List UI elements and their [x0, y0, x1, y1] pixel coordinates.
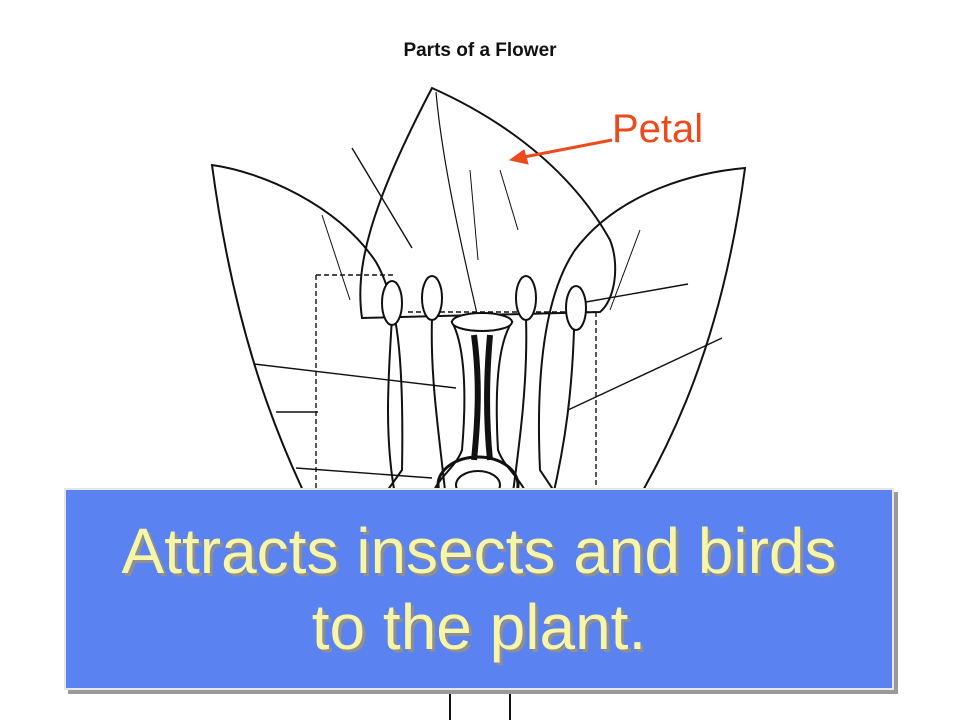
- petal-vein: [469, 169, 479, 261]
- anther: [515, 275, 537, 321]
- caption-box: Attracts insects and birds to the plant.: [64, 488, 894, 690]
- label-line: [585, 283, 689, 303]
- left-outer-petal: [210, 163, 404, 562]
- diagram-title: Parts of a Flower: [403, 40, 557, 61]
- label-line: [351, 147, 413, 249]
- style-core: [471, 334, 493, 461]
- center-petal: [359, 86, 617, 320]
- petal-label: Petal: [612, 107, 704, 151]
- filament: [551, 329, 575, 501]
- label-line: [567, 337, 723, 411]
- anther: [565, 285, 587, 331]
- petal-vein: [499, 169, 519, 231]
- filament: [430, 317, 447, 501]
- cutaway-outline: [315, 274, 597, 520]
- anther: [421, 275, 443, 321]
- filament: [387, 317, 397, 501]
- label-line: [253, 363, 457, 389]
- stigma: [451, 312, 513, 332]
- petal-pointer-arrow: [508, 138, 613, 165]
- petal-vein: [435, 91, 479, 319]
- caption-text: Attracts insects and birds to the plant.: [121, 515, 837, 663]
- right-outer-petal: [537, 166, 747, 562]
- label-line: [295, 467, 433, 479]
- anther: [381, 280, 403, 326]
- filament: [511, 317, 528, 501]
- petal-vein: [321, 214, 351, 301]
